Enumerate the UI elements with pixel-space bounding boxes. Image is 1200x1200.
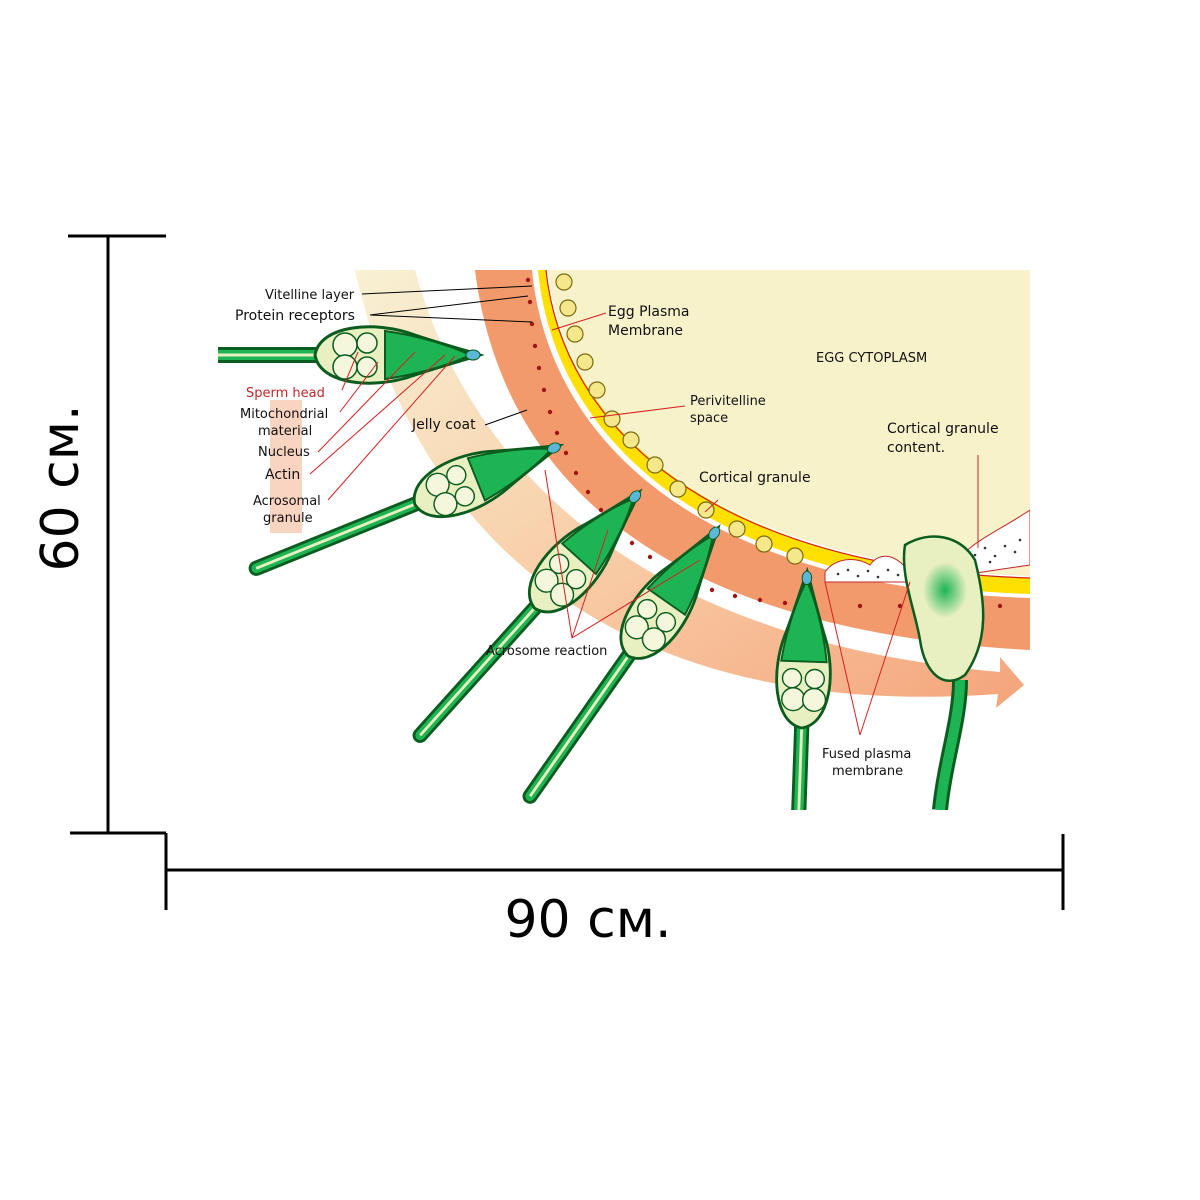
label-fused-2: membrane (832, 764, 903, 779)
label-mitochondrial-1: Mitochondrial (240, 407, 328, 422)
cortical-granules (555, 273, 804, 565)
label-acrosomal-1: Acrosomal (253, 494, 321, 509)
label-protein-receptors: Protein receptors (235, 308, 355, 324)
label-nucleus: Nucleus (258, 445, 310, 460)
label-egg-plasma-membrane-1: Egg Plasma (608, 304, 690, 320)
pointer-lines (309, 312, 979, 736)
fused-sperm (902, 535, 985, 810)
label-acrosomal-2: granule (263, 511, 313, 526)
sperm-head-bracket (270, 400, 302, 533)
label-sperm-head: Sperm head (246, 386, 325, 401)
label-vitelline-layer: Vitelline layer (265, 288, 355, 303)
egg-cytoplasm (548, 270, 1030, 576)
fertilization-diagram (135, 270, 1030, 810)
label-egg-cytoplasm: EGG CYTOPLASM (816, 351, 927, 366)
dimension-vertical (68, 234, 166, 835)
label-actin: Actin (265, 467, 300, 483)
cortical-granule-content (824, 509, 1030, 583)
leader-lines (361, 285, 533, 426)
label-cortical-granule-content-1: Cortical granule (887, 421, 999, 437)
label-acrosome-reaction: Acrosome reaction (486, 644, 607, 659)
label-mitochondrial-2: material (258, 424, 312, 439)
label-cortical-granule: Cortical granule (699, 470, 811, 486)
label-cortical-granule-content-2: content. (887, 440, 945, 456)
dimension-horizontal (164, 833, 1065, 910)
height-label: 60 см. (31, 404, 91, 571)
label-egg-plasma-membrane-2: Membrane (608, 323, 683, 339)
width-label: 90 см. (504, 890, 671, 950)
label-perivitelline-1: Perivitelline (690, 394, 766, 409)
label-fused-1: Fused plasma (822, 747, 911, 762)
label-perivitelline-2: space (690, 411, 728, 426)
label-jelly-coat: Jelly coat (411, 417, 476, 433)
